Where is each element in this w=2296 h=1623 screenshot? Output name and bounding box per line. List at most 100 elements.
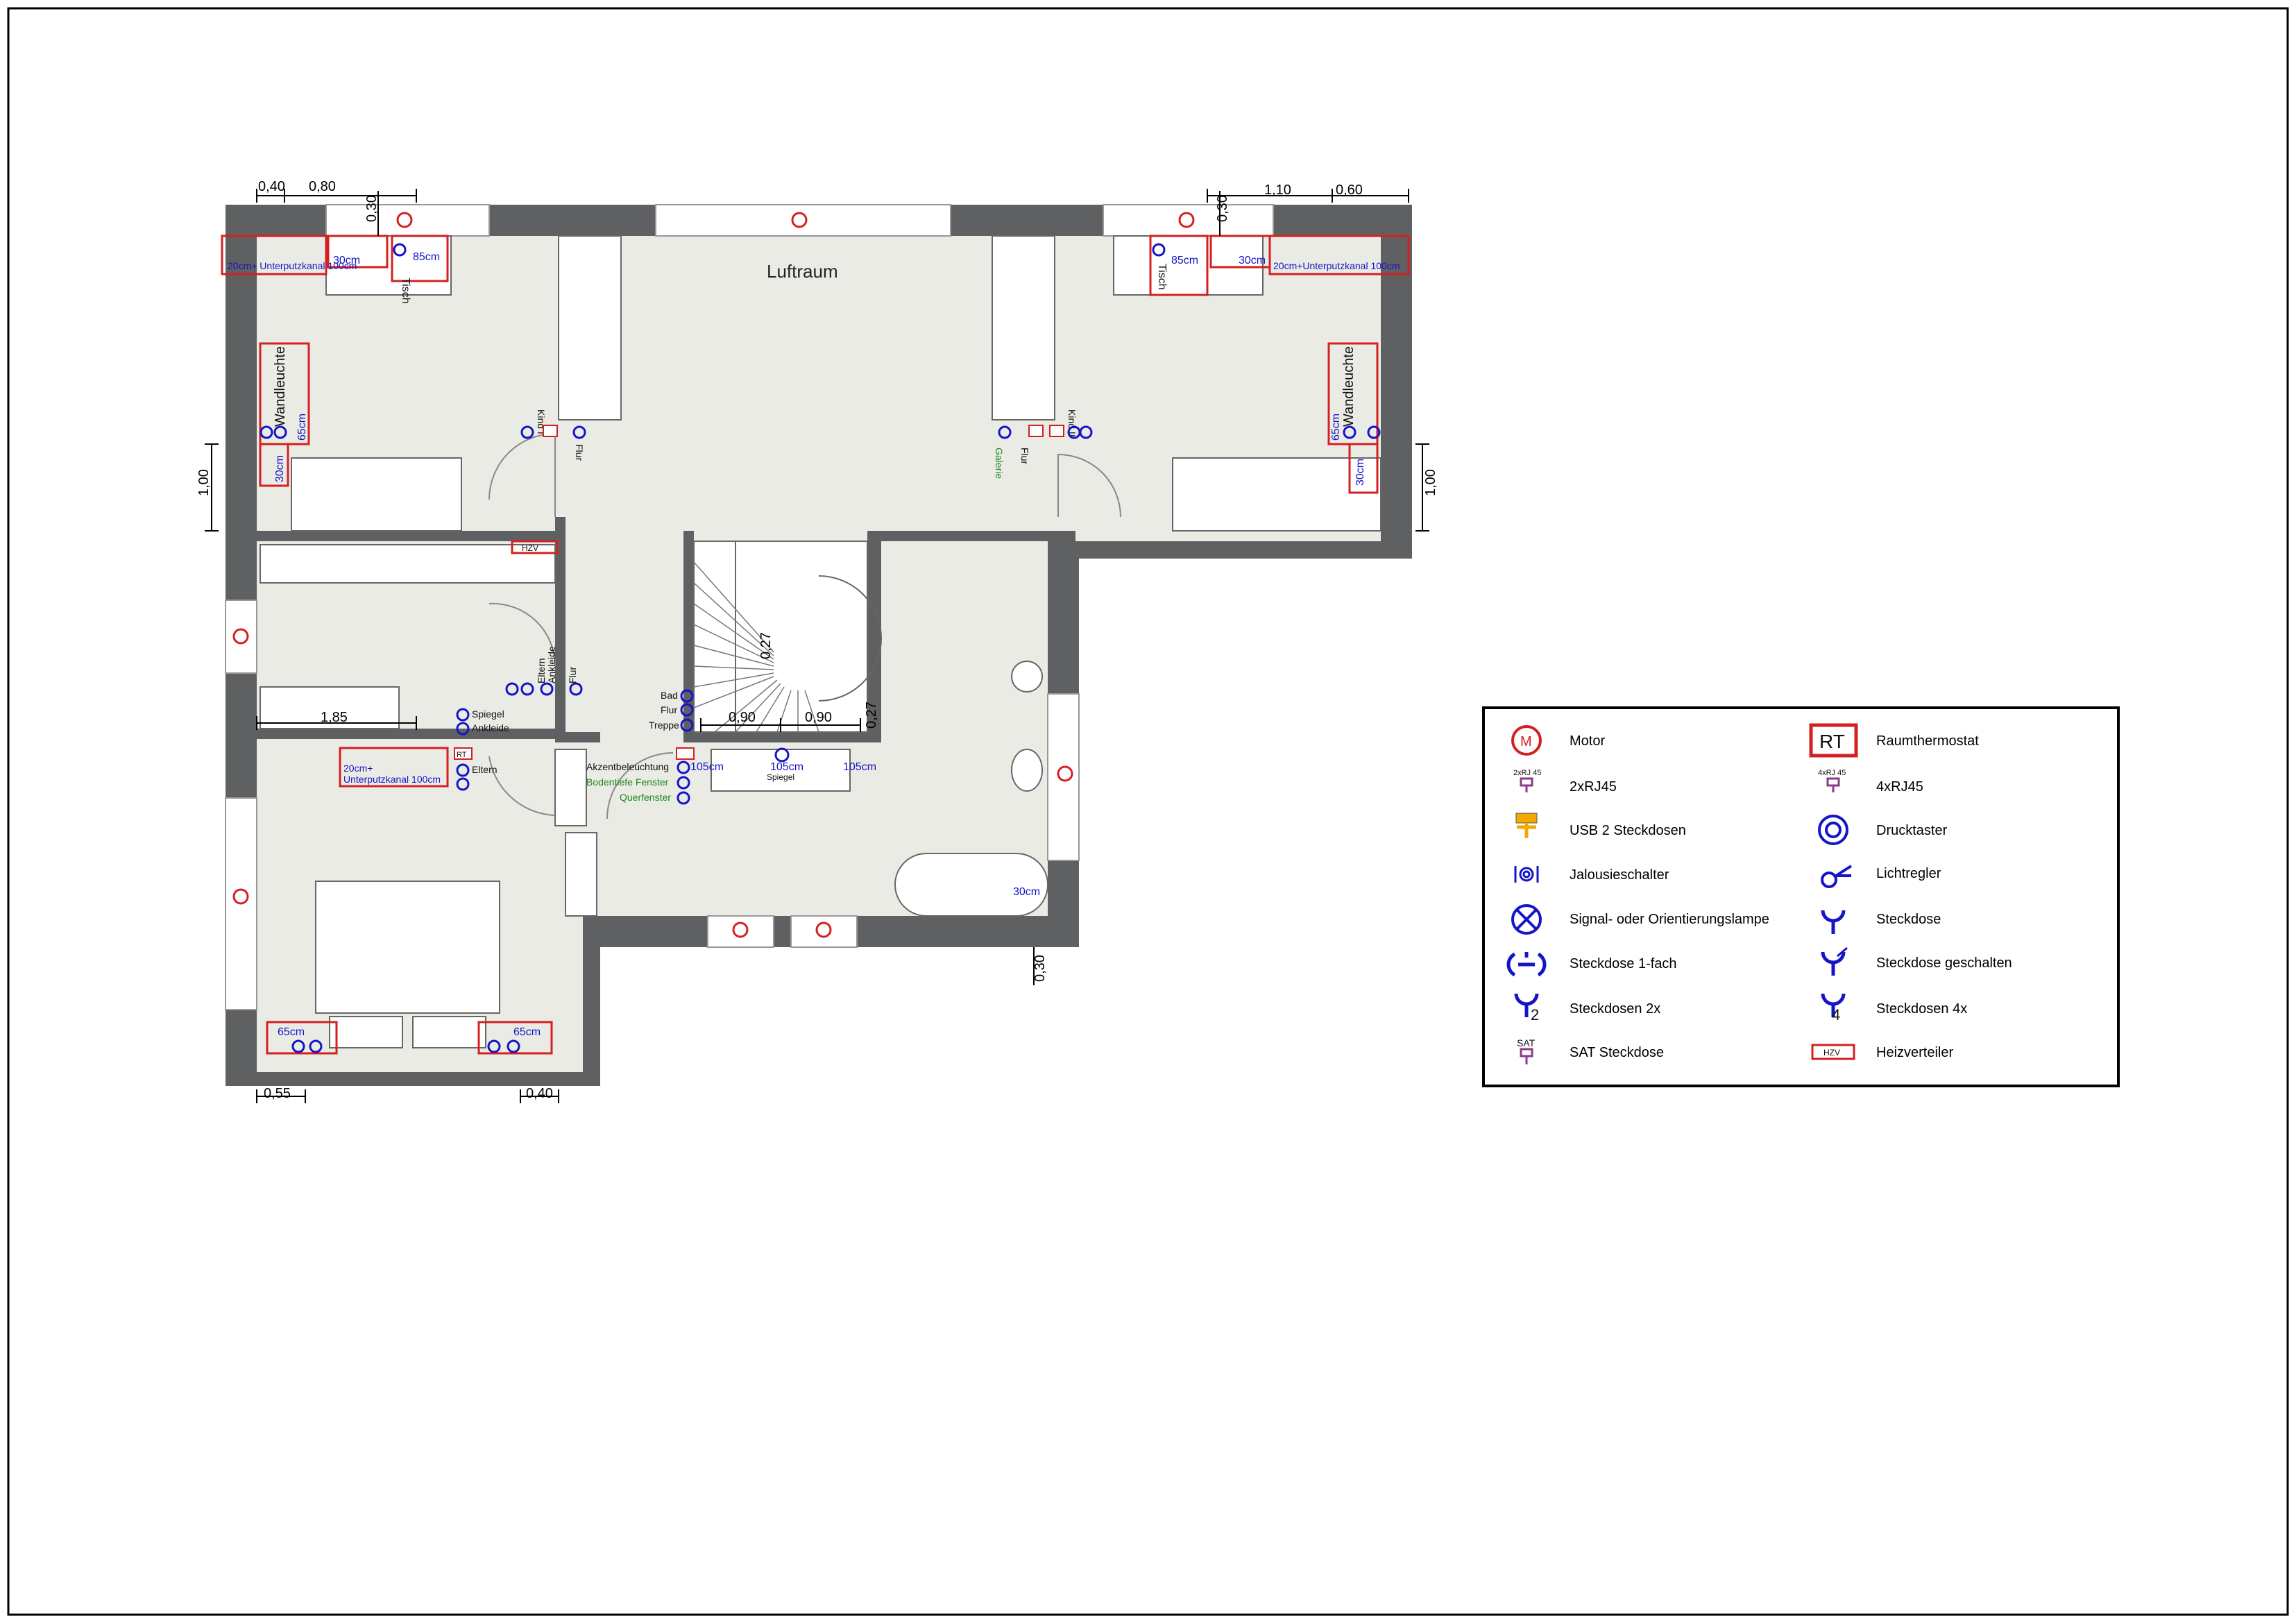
sink-round xyxy=(1011,661,1043,692)
cm-label: 30cm xyxy=(333,255,360,266)
door-kind2 xyxy=(1057,453,1121,518)
wardrobe-mid xyxy=(260,686,400,729)
rt-badge-label: RT xyxy=(457,751,467,759)
wall-left-mid xyxy=(226,673,257,798)
legend-label-jalousie: Jalousieschalter xyxy=(1570,867,1669,883)
legend-label-sat: SAT Steckdose xyxy=(1570,1045,1664,1060)
dim-label: 0,60 xyxy=(1336,182,1363,198)
hzv-legend-label: HZV xyxy=(1823,1048,1840,1057)
cabinet-left xyxy=(558,235,622,420)
cm-label: 65cm xyxy=(296,414,308,441)
legend-label-4xrj45: 4xRJ45 xyxy=(1876,779,1923,794)
switch-label: Querfenster xyxy=(620,792,671,803)
legend-label-4x: Steckdosen 4x xyxy=(1876,1001,1967,1017)
cm-label: 65cm xyxy=(513,1026,541,1038)
wall-bottom-step xyxy=(583,916,600,1086)
sat-small-label: SAT xyxy=(1517,1037,1536,1048)
cm-label: 30cm xyxy=(274,455,286,482)
switch-label: Eltern xyxy=(472,764,498,775)
interior-wall-h1 xyxy=(257,531,562,541)
cm-label: 30cm xyxy=(1354,459,1366,486)
rj45-4x-icon: 4xRJ 45 xyxy=(1818,769,1846,792)
bed-kind1 xyxy=(291,457,462,532)
dim-label: 0,30 xyxy=(364,195,380,222)
heating-distributor-icon: HZV xyxy=(1811,1044,1855,1060)
dim-label: 1,10 xyxy=(1264,182,1291,198)
interior-wall-v1 xyxy=(555,517,566,732)
cm-label: 105cm xyxy=(843,761,876,773)
nightstand-right xyxy=(412,1016,486,1048)
legend-label-2xrj45: 2xRJ45 xyxy=(1570,779,1617,794)
dim-label: 0,90 xyxy=(805,710,832,725)
legend-label-heizverteiler: Heizverteiler xyxy=(1876,1045,1953,1060)
channel-labels: 20cm+ Unterputzkanal 100cm 20cm+Unterput… xyxy=(228,260,1400,785)
socket-2x-number: 2 xyxy=(1531,1006,1539,1023)
dimension-texts: 0,40 0,80 0,30 1,10 0,60 0,30 1,00 1,00 … xyxy=(196,179,1438,1101)
cm-labels: 85cm 85cm 30cm 30cm 65cm 65cm 30cm 30cm … xyxy=(274,251,1366,1038)
staircase xyxy=(693,541,882,733)
switch-label: Ankleide xyxy=(472,722,509,733)
wardrobe-small-2 xyxy=(565,832,597,917)
socket-single-icon xyxy=(1506,952,1547,977)
switch-label: Galerie xyxy=(994,448,1005,479)
room-label-luftraum: Luftraum xyxy=(767,261,838,282)
door-bath xyxy=(606,752,674,819)
door-parents xyxy=(488,756,556,816)
interior-wall-stair-r xyxy=(867,531,881,742)
legend-label-lichtregler: Lichtregler xyxy=(1876,866,1941,881)
dim-label: 0,90 xyxy=(729,710,756,725)
legend-label-2x: Steckdosen 2x xyxy=(1570,1001,1660,1017)
switch-label: Bodentiefe Fenster xyxy=(586,776,669,788)
switch-label: Flur xyxy=(661,704,677,715)
floor-plan: Luftraum Wandleuchte Wandleuchte xyxy=(196,179,1438,1103)
toilet xyxy=(1011,749,1043,792)
switch-label: Spiegel xyxy=(767,772,794,782)
channel-label: Unterputzkanal 100cm xyxy=(343,774,441,785)
usb-socket-icon xyxy=(1515,813,1538,838)
dim-label: 0,30 xyxy=(1215,195,1230,222)
socket-2x-icon: 2 xyxy=(1514,993,1539,1023)
nightstand-left xyxy=(329,1016,403,1048)
legend-label-motor: Motor xyxy=(1570,733,1605,749)
legend-label-raumthermostat: Raumthermostat xyxy=(1876,733,1979,749)
wardrobe-top xyxy=(260,544,556,584)
switch-label: Flur xyxy=(574,444,585,461)
switch-label: Treppe xyxy=(649,720,679,731)
push-button-icon xyxy=(1818,815,1848,845)
rt-icon: RT xyxy=(1809,723,1858,758)
wall-lamp-label-left: Wandleuchte xyxy=(273,346,288,427)
sat-socket-icon: SAT xyxy=(1517,1037,1536,1064)
cm-label: 65cm xyxy=(278,1026,305,1038)
legend: M 2xRJ 45 2 xyxy=(1482,706,2120,1087)
wall-right-upper xyxy=(1381,205,1412,559)
cm-label: 105cm xyxy=(770,761,803,773)
switch-label: Flur xyxy=(567,667,578,683)
dimmer-icon xyxy=(1821,865,1853,888)
switch-label: Ankleide xyxy=(546,646,557,683)
legend-frame xyxy=(1482,706,2120,1087)
interior-wall-v2 xyxy=(555,732,600,742)
svg-text:M: M xyxy=(1520,734,1532,749)
bed-parents xyxy=(315,881,500,1014)
cm-label: 85cm xyxy=(413,251,440,263)
annotation-boxes xyxy=(221,235,1410,1055)
channel-label: 20cm+ xyxy=(343,763,373,774)
wall-right-step xyxy=(1048,541,1412,559)
wall-lamp-label-right: Wandleuchte xyxy=(1341,346,1357,427)
legend-label-signal: Signal- oder Orientierungslampe xyxy=(1570,912,1769,927)
switch-label: Eltern xyxy=(536,658,547,683)
cabinet-right xyxy=(992,235,1055,420)
dim-label: 0,27 xyxy=(758,632,774,659)
dim-label: 1,85 xyxy=(321,710,348,725)
cm-label: 30cm xyxy=(1239,255,1266,266)
wall-top-mid-left xyxy=(489,205,656,236)
motor-icon: M xyxy=(1511,725,1542,756)
interior-wall-bath-top xyxy=(867,531,1075,541)
hzv-plan-label: HZV xyxy=(522,543,538,553)
legend-labels: Motor Raumthermostat 2xRJ45 4xRJ45 USB 2… xyxy=(1570,733,2012,1060)
switch-label: Spiegel xyxy=(472,708,504,720)
rj45-2x-small-label: 2xRJ 45 xyxy=(1513,769,1541,777)
wardrobe-small-1 xyxy=(554,749,587,826)
tisch-label-right: Tisch xyxy=(1156,264,1168,290)
